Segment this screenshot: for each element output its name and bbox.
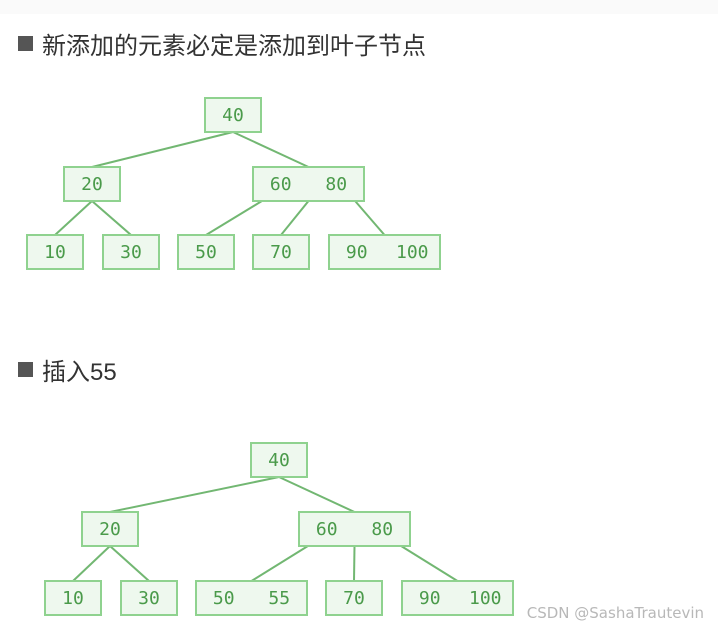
tree1-node-40: 40: [204, 97, 262, 133]
node-key: 10: [62, 588, 84, 609]
tree1-edge-n6080-n90100: [354, 200, 386, 236]
node-key: 10: [44, 242, 66, 263]
node-key: 40: [268, 450, 290, 471]
node-key: 20: [99, 519, 121, 540]
node-key: 30: [138, 588, 160, 609]
tree2-edge-n6080-n90100: [400, 545, 459, 582]
node-box: [195, 580, 308, 616]
tree1-node-10: 10: [26, 234, 84, 270]
tree1-node-70: 70: [252, 234, 310, 270]
node-key: 90: [419, 588, 441, 609]
tree2-edge-n6080-n70: [353, 545, 356, 582]
tree2-node-50-55: 50 55: [195, 580, 308, 616]
tree2-node-70: 70: [325, 580, 383, 616]
tree1-edge-n40-n20: [91, 131, 234, 168]
square-bullet-icon: [18, 36, 33, 51]
section-1-heading: 新添加的元素必定是添加到叶子节点: [18, 26, 426, 61]
tree-before-insert: 40 20 60 80 10 30 50 70 90 100: [26, 97, 441, 270]
tree2-edge-n40-n20: [109, 476, 280, 513]
node-box: [401, 580, 514, 616]
node-key: 80: [325, 174, 347, 195]
tree1-node-60-80: 60 80: [252, 166, 365, 202]
node-box: [63, 166, 121, 202]
tree1-edge-n40-n6080: [232, 131, 309, 168]
node-box: [328, 234, 441, 270]
node-key: 100: [396, 242, 429, 263]
node-key: 80: [371, 519, 393, 540]
node-key: 40: [222, 105, 244, 126]
node-key: 50: [213, 588, 235, 609]
tree2-edge-n40-n6080: [278, 476, 355, 513]
tree1-edge-n20-n30: [91, 200, 132, 236]
watermark: CSDN @SashaTrautevin: [526, 604, 704, 622]
tree1-edge-n6080-n70: [280, 200, 310, 236]
node-key: 30: [120, 242, 142, 263]
tree1-edge-n20-n10: [54, 200, 93, 236]
node-box: [325, 580, 383, 616]
tree2-node-40: 40: [250, 442, 308, 478]
tree1-node-30: 30: [102, 234, 160, 270]
node-key: 70: [343, 588, 365, 609]
node-key: 20: [81, 174, 103, 195]
node-box: [298, 511, 411, 547]
node-box: [26, 234, 84, 270]
tree2-node-60-80: 60 80: [298, 511, 411, 547]
node-box: [252, 166, 365, 202]
node-key: 100: [469, 588, 502, 609]
tree1-node-20: 20: [63, 166, 121, 202]
tree2-node-20: 20: [81, 511, 139, 547]
node-box: [81, 511, 139, 547]
node-box: [250, 442, 308, 478]
section-2-heading: 插入55: [18, 352, 117, 387]
tree1-node-90-100: 90 100: [328, 234, 441, 270]
tree1-node-50: 50: [177, 234, 235, 270]
node-box: [177, 234, 235, 270]
node-key: 50: [195, 242, 217, 263]
tree2-node-10: 10: [44, 580, 102, 616]
node-key: 60: [316, 519, 338, 540]
node-box: [204, 97, 262, 133]
node-key: 90: [346, 242, 368, 263]
node-key: 70: [270, 242, 292, 263]
node-box: [44, 580, 102, 616]
tree2-edge-n20-n30: [109, 545, 150, 582]
node-box: [102, 234, 160, 270]
node-key: 55: [268, 588, 290, 609]
tree2-edge-n20-n10: [72, 545, 111, 582]
section-1-title: 新添加的元素必定是添加到叶子节点: [42, 33, 426, 60]
node-key: 60: [270, 174, 292, 195]
tree2-edge-n6080-n5055: [250, 545, 309, 582]
node-box: [120, 580, 178, 616]
tree2-node-30: 30: [120, 580, 178, 616]
section-2-title: 插入55: [42, 359, 117, 386]
node-box: [252, 234, 310, 270]
tree1-edge-n6080-n50: [205, 200, 263, 236]
top-strip: [0, 0, 718, 14]
square-bullet-icon: [18, 362, 33, 377]
tree2-node-90-100: 90 100: [401, 580, 514, 616]
